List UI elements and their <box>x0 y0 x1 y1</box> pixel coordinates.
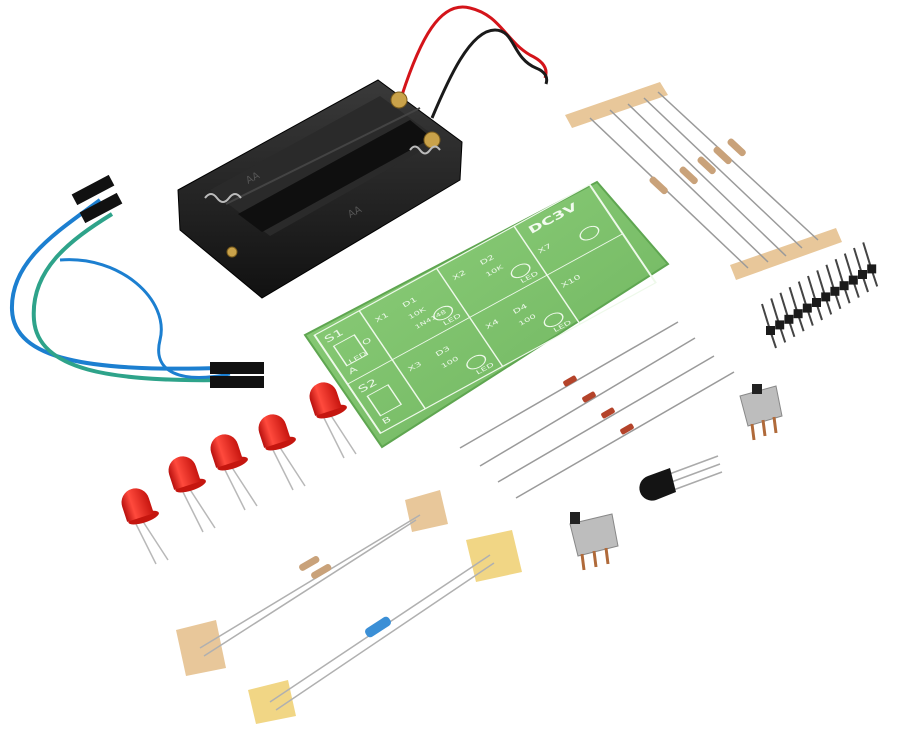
resistor <box>311 563 332 579</box>
pcb-board: S1 S2 A B O DC3V X1 X2 X3 X4 X7 X10 D1 D… <box>303 180 670 449</box>
diode <box>582 391 596 403</box>
header-pin <box>761 303 777 349</box>
header-pin <box>843 253 860 298</box>
header-pin <box>807 275 823 321</box>
resistor <box>299 556 320 571</box>
brass-contact <box>390 91 408 109</box>
dupont-connector <box>210 362 264 374</box>
wire-black <box>430 28 549 119</box>
resistor <box>679 166 698 185</box>
dupont-connector <box>79 192 123 224</box>
resistor <box>697 156 716 175</box>
header-pin <box>770 298 787 343</box>
red-led <box>168 456 216 533</box>
diodes <box>459 321 735 499</box>
header-pin <box>825 264 842 310</box>
red-leds <box>121 382 357 565</box>
red-led <box>309 382 357 459</box>
pcb-pad-letter: B <box>380 415 393 426</box>
diode <box>620 423 634 435</box>
spring <box>204 193 242 203</box>
diode <box>563 375 577 387</box>
dupont-connector <box>71 174 115 206</box>
jumper-wires <box>9 174 264 388</box>
slide-switch <box>739 384 783 441</box>
transistor <box>639 455 723 501</box>
red-led <box>258 414 306 491</box>
loose-resistors <box>176 490 522 724</box>
pcb-pad-letter: O <box>361 336 374 347</box>
header-pin <box>788 286 805 332</box>
spring <box>409 145 441 155</box>
pin-header <box>761 242 879 349</box>
header-pin <box>816 270 833 315</box>
pcb-pad-letter: A <box>347 364 360 376</box>
header-pin <box>834 258 851 304</box>
header-pin <box>779 292 796 338</box>
slide-switch <box>569 512 619 571</box>
header-pin <box>853 247 869 293</box>
dupont-connector <box>210 376 264 388</box>
resistor-strip <box>565 82 842 280</box>
resistor <box>713 146 732 165</box>
header-pin <box>862 242 879 287</box>
red-led <box>121 488 169 565</box>
resistor <box>649 176 668 195</box>
battery-holder: AA AA <box>177 5 549 299</box>
diode <box>601 407 615 419</box>
header-pin <box>797 281 814 326</box>
brass-contact <box>226 246 238 258</box>
resistor <box>365 616 391 638</box>
resistor <box>727 138 746 157</box>
brass-contact <box>423 131 441 149</box>
wire-red <box>400 5 548 96</box>
red-led <box>210 434 258 511</box>
